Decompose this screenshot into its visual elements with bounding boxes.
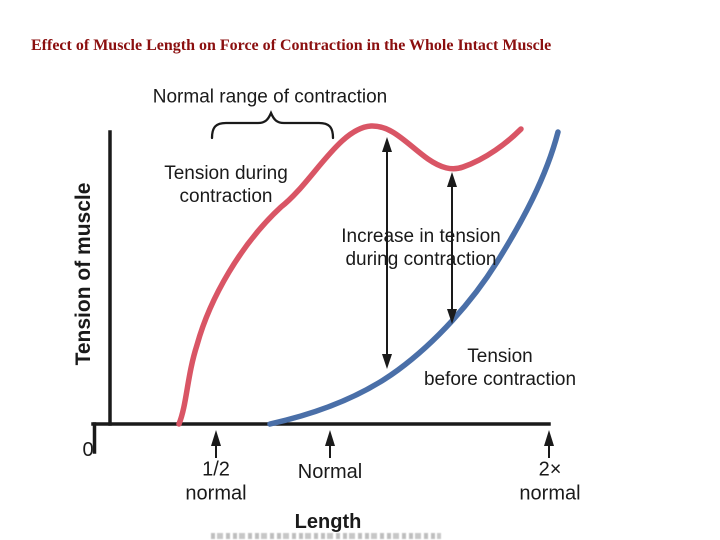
x-tick-half-normal: 1/2 normal — [185, 458, 247, 505]
tension-before-contraction-curve — [267, 129, 561, 427]
tension-before-label: Tension before contraction — [423, 345, 577, 390]
slide-title: Effect of Muscle Length on Force of Cont… — [31, 37, 552, 54]
increase-in-tension-label: Increase in tension during contraction — [341, 225, 501, 270]
y-axis-label: Tension of muscle — [72, 182, 95, 366]
tension-during-label: Tension during contraction — [164, 162, 288, 207]
increase-tension-arrow-left — [382, 137, 392, 369]
half-normal-tick-arrow — [211, 430, 221, 458]
normal-range-brace — [210, 110, 335, 140]
x-tick-normal: Normal — [297, 460, 363, 483]
x-tick-origin: 0 — [82, 438, 94, 461]
tension-during-contraction-curve — [176, 123, 524, 427]
cropped-caption-fragment — [211, 533, 441, 539]
x-axis-label: Length — [294, 510, 362, 533]
normal-tick-arrow — [325, 430, 335, 458]
increase-tension-arrow-right — [447, 172, 457, 324]
two-x-normal-tick-arrow — [544, 430, 554, 458]
normal-range-label: Normal range of contraction — [152, 86, 388, 108]
x-tick-two-x-normal: 2× normal — [519, 458, 581, 505]
